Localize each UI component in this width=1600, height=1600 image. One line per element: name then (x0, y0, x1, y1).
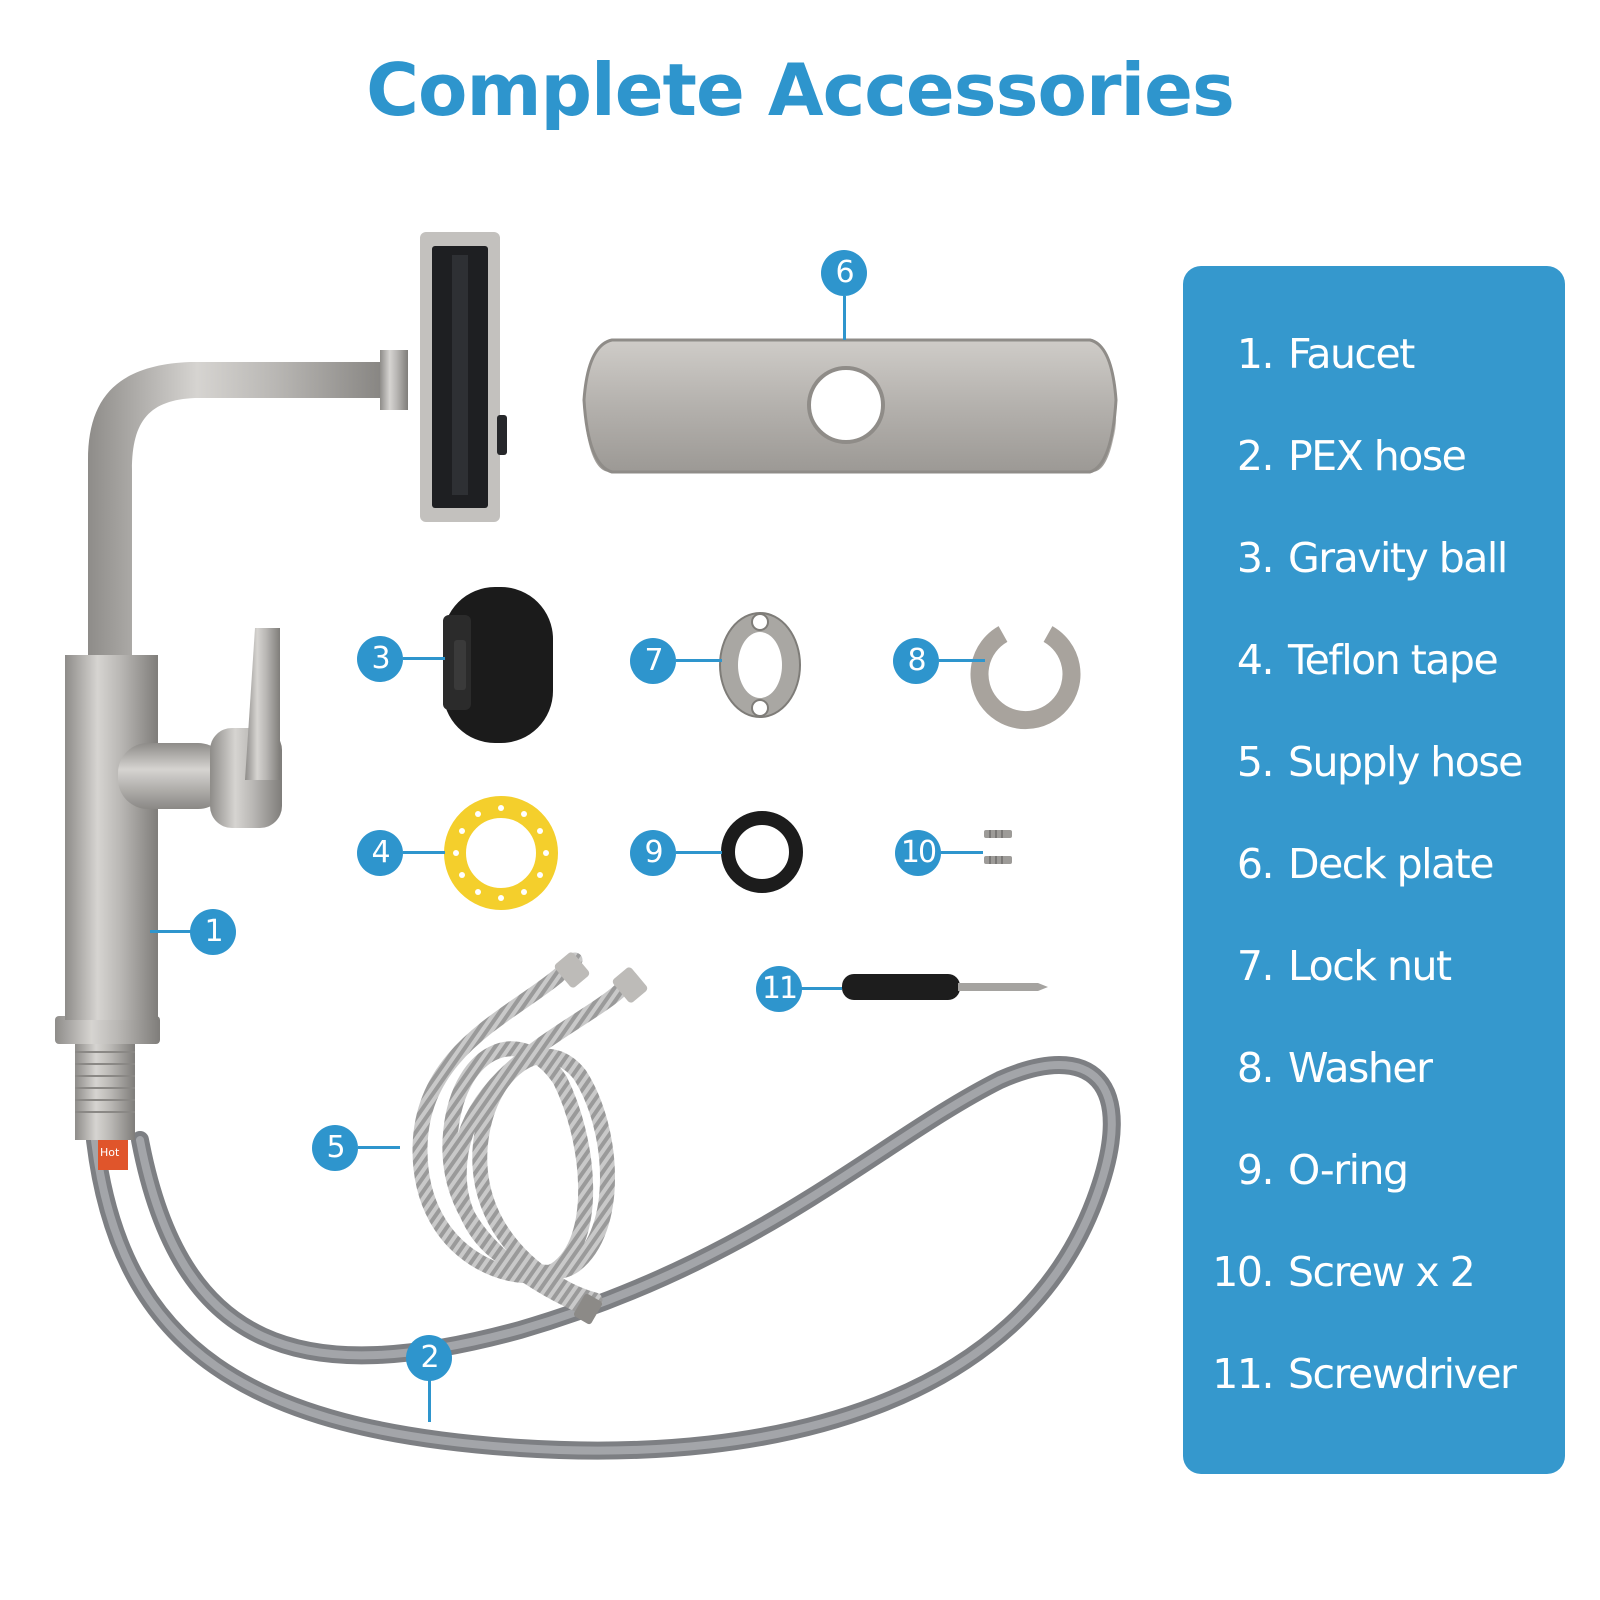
callout-leader-9 (676, 851, 722, 854)
supply-hose-illustration (412, 952, 648, 1325)
list-item: 10. Screw x 2 (1183, 1248, 1565, 1308)
list-item-label: Washer (1288, 1044, 1433, 1092)
list-item-number: 5. (1236, 738, 1275, 786)
washer-illustration (970, 626, 1081, 730)
screwdriver-illustration (842, 974, 1048, 1000)
list-item-number: 10. (1212, 1248, 1274, 1296)
callout-badge-3: 3 (357, 636, 403, 682)
callout-leader-6 (843, 296, 846, 340)
list-item-number: 1. (1236, 330, 1275, 378)
callout-badge-6: 6 (821, 250, 867, 296)
callout-leader-5 (358, 1146, 400, 1149)
list-item: 6. Deck plate (1183, 840, 1565, 900)
list-item-number: 2. (1236, 432, 1275, 480)
o-ring-illustration (721, 811, 803, 893)
callout-leader-7 (676, 659, 722, 662)
list-item-label: Gravity ball (1288, 534, 1508, 582)
list-item: 1. Faucet (1183, 330, 1565, 390)
callout-leader-2 (428, 1378, 431, 1422)
list-item-number: 8. (1236, 1044, 1275, 1092)
callout-leader-1 (150, 930, 192, 933)
list-item-label: Screwdriver (1288, 1350, 1517, 1398)
list-item-label: Lock nut (1288, 942, 1452, 990)
list-item-label: Supply hose (1288, 738, 1523, 786)
list-item-label: Deck plate (1288, 840, 1494, 888)
list-item: 2. PEX hose (1183, 432, 1565, 492)
list-item: 9. O-ring (1183, 1146, 1565, 1206)
callout-badge-2: 2 (406, 1335, 452, 1381)
hot-tag-label: Hot (100, 1146, 120, 1159)
callout-badge-10: 10 (895, 830, 941, 876)
list-item-number: 7. (1236, 942, 1275, 990)
callout-badge-8: 8 (893, 638, 939, 684)
page-title: Complete Accessories (366, 48, 1235, 132)
callout-badge-7: 7 (630, 638, 676, 684)
callout-badge-1: 1 (190, 909, 236, 955)
callout-badge-9: 9 (630, 830, 676, 876)
accessories-list-panel: 1. Faucet 2. PEX hose 3. Gravity ball 4.… (1183, 266, 1565, 1474)
list-item: 8. Washer (1183, 1044, 1565, 1104)
list-item: 3. Gravity ball (1183, 534, 1565, 594)
callout-leader-3 (403, 657, 445, 660)
gravity-ball-illustration (443, 587, 553, 743)
list-item-number: 6. (1236, 840, 1275, 888)
list-item-number: 9. (1236, 1146, 1275, 1194)
lock-nut-illustration (719, 612, 801, 718)
screws-illustration (984, 830, 1012, 864)
list-item-label: O-ring (1288, 1146, 1409, 1194)
list-item-number: 3. (1236, 534, 1275, 582)
callout-badge-5: 5 (312, 1125, 358, 1171)
callout-leader-8 (939, 659, 985, 662)
list-item-label: Screw x 2 (1288, 1248, 1476, 1296)
list-item-label: PEX hose (1288, 432, 1467, 480)
callout-badge-4: 4 (357, 830, 403, 876)
faucet-illustration (55, 232, 507, 1170)
deck-plate-illustration (582, 338, 1118, 474)
callout-badge-11: 11 (756, 966, 802, 1012)
callout-leader-4 (403, 851, 445, 854)
list-item: 11. Screwdriver (1183, 1350, 1565, 1410)
callout-leader-11 (800, 987, 842, 990)
list-item-label: Faucet (1288, 330, 1415, 378)
callout-leader-10 (941, 851, 983, 854)
list-item-label: Teflon tape (1288, 636, 1499, 684)
list-item: 5. Supply hose (1183, 738, 1565, 798)
teflon-tape-illustration (444, 796, 558, 910)
list-item-number: 4. (1236, 636, 1275, 684)
list-item: 7. Lock nut (1183, 942, 1565, 1002)
list-item: 4. Teflon tape (1183, 636, 1565, 696)
list-item-number: 11. (1212, 1350, 1274, 1398)
